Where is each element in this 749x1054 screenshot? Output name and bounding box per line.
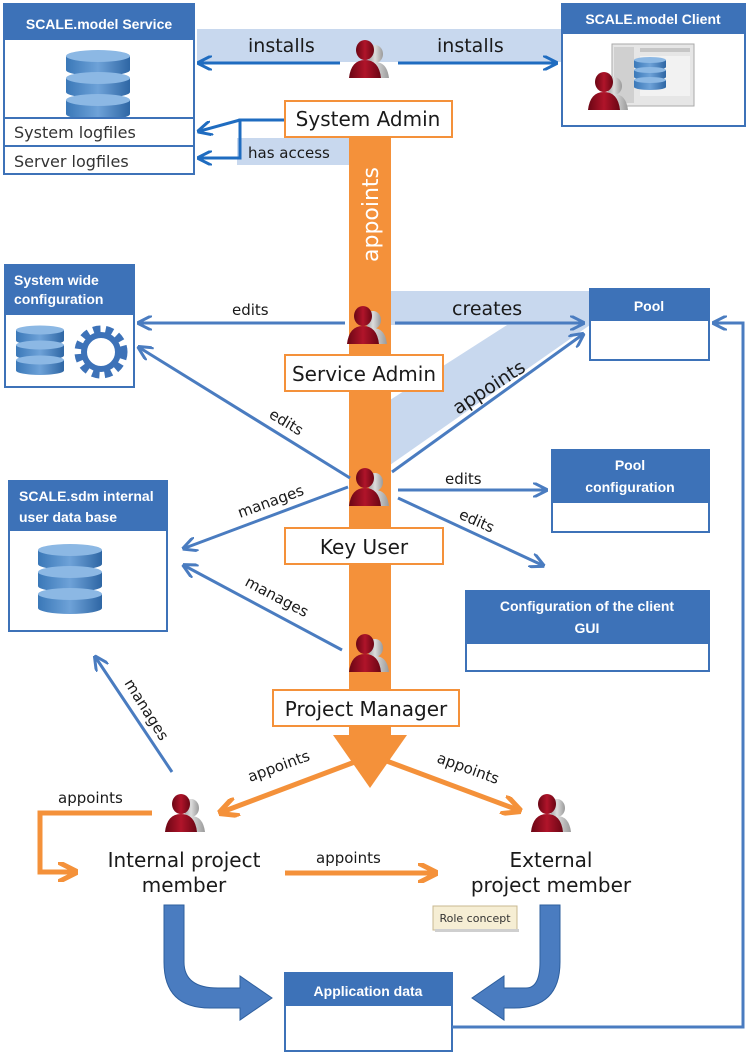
appoints-internal-external-label: appoints	[316, 849, 381, 867]
manages-internal-arrow	[96, 658, 174, 773]
client-box: SCALE.model Client	[561, 3, 746, 127]
role-concept-label: Role concept	[439, 912, 511, 925]
pool-title: Pool	[634, 298, 664, 314]
internal-member-label-1: Internal project	[108, 848, 261, 872]
application-data-title: Application data	[314, 983, 423, 999]
appoints-vertical-head	[333, 735, 407, 788]
pool-config-title-1: Pool	[615, 457, 645, 473]
database-icon	[38, 544, 102, 614]
client-gui-title-1: Configuration of the client	[500, 598, 675, 614]
edits-system-label: edits	[232, 301, 269, 319]
installs-left-label: installs	[248, 35, 315, 57]
edits-client-gui-arrow	[397, 496, 542, 565]
appoints-external-arrow	[383, 757, 518, 810]
appoints-internal-self-label: appoints	[58, 789, 123, 807]
has-access-connector	[238, 118, 285, 133]
service-admin-label: Service Admin	[292, 362, 436, 386]
service-admin-role: Service Admin	[284, 354, 444, 392]
client-screenshot-icon	[611, 43, 695, 107]
edits-keyuser-label: edits	[266, 405, 307, 439]
has-access-label: has access	[248, 144, 330, 162]
has-access-arrow-system	[200, 118, 241, 131]
manages-pm-arrow	[185, 566, 343, 652]
system-wide-title-1: System wide	[14, 272, 99, 288]
edits-keyuser-arrow	[140, 348, 351, 480]
pool-config-title-2: configuration	[585, 479, 674, 495]
project-manager-role: Project Manager	[272, 689, 460, 727]
appoints-internal-arrow	[222, 757, 361, 812]
system-logfiles-box: System logfiles	[3, 117, 195, 147]
external-member-icon	[531, 794, 571, 832]
service-box: SCALE.model Service	[3, 3, 195, 120]
appoints-vertical-label: appoints	[359, 167, 384, 262]
pool-config-box: Pool configuration	[551, 449, 710, 533]
user-database-title-2: user data base	[19, 509, 117, 525]
server-logfiles-label: Server logfiles	[14, 152, 129, 171]
app-data-to-pool-arrow	[452, 323, 745, 1029]
system-admin-label: System Admin	[296, 107, 441, 131]
manages-keyuser-arrow	[185, 485, 349, 548]
system-wide-title-2: configuration	[14, 291, 103, 307]
user-database-box: SCALE.sdm internal user data base	[8, 480, 168, 632]
creates-label: creates	[452, 298, 522, 320]
client-gui-title-2: GUI	[575, 620, 600, 636]
internal-member-icon	[165, 794, 205, 832]
server-logfiles-box: Server logfiles	[3, 145, 195, 175]
external-to-app-data-arrow	[471, 904, 561, 1021]
service-title: SCALE.model Service	[26, 16, 172, 32]
external-member-label-1: External	[510, 848, 593, 872]
installs-right-label: installs	[437, 35, 504, 57]
system-wide-config-box: System wide configuration	[4, 264, 135, 388]
role-concept-tooltip: Role concept	[432, 905, 519, 932]
appoints-pool-band	[390, 291, 590, 465]
system-logfiles-label: System logfiles	[14, 123, 136, 142]
system-admin-role: System Admin	[284, 100, 453, 138]
client-title: SCALE.model Client	[585, 11, 721, 27]
internal-member-label-2: member	[142, 873, 227, 897]
key-user-label: Key User	[320, 535, 409, 559]
database-icon	[66, 50, 130, 120]
project-manager-label: Project Manager	[285, 697, 448, 721]
internal-to-app-data-arrow	[163, 904, 273, 1021]
appoints-pool-arrow	[391, 335, 582, 474]
user-database-title-1: SCALE.sdm internal	[19, 488, 154, 504]
has-access-arrow-server	[200, 133, 242, 158]
edits-client-gui-label: edits	[456, 505, 497, 536]
external-member-label-2: project member	[471, 873, 632, 897]
key-user-role: Key User	[284, 527, 444, 565]
edits-pool-config-label: edits	[445, 470, 482, 488]
client-gui-config-box: Configuration of the client GUI	[465, 590, 710, 672]
database-icon	[16, 325, 64, 375]
pool-box: Pool	[589, 288, 710, 361]
appoints-internal-loop	[37, 810, 152, 872]
gear-icon	[74, 325, 128, 379]
has-access-band	[237, 138, 349, 165]
application-data-box: Application data	[284, 972, 453, 1052]
